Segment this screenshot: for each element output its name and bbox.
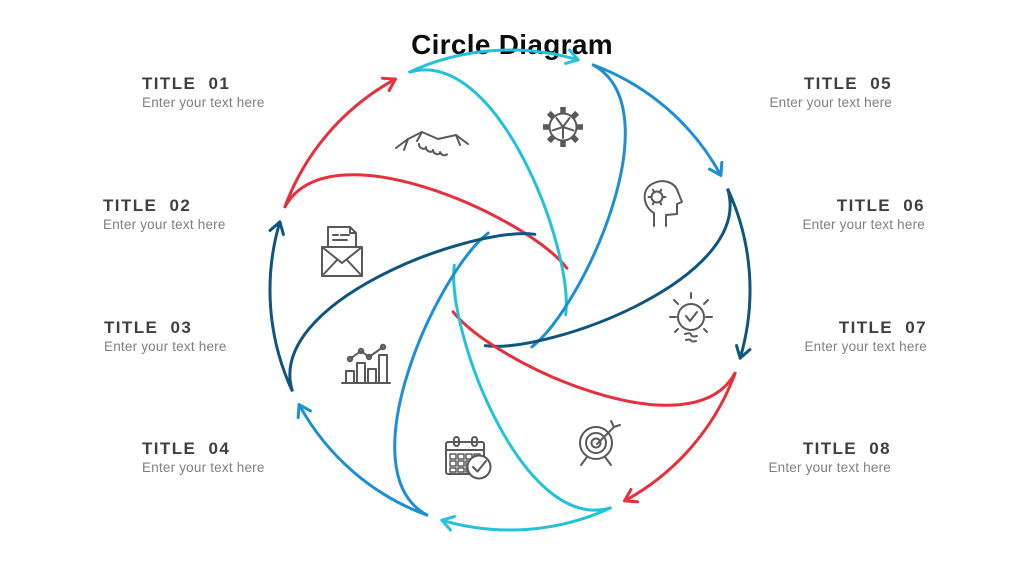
item-02-title: TITLE 02 bbox=[103, 196, 192, 215]
item-01: TITLE 01 Enter your text here bbox=[142, 74, 265, 111]
head-gear-icon bbox=[643, 180, 683, 227]
arrow-blade-7 bbox=[296, 231, 490, 517]
item-04: TITLE 04 Enter your text here bbox=[142, 439, 265, 476]
item-01-subtitle: Enter your text here bbox=[142, 95, 265, 110]
item-03-subtitle: Enter your text here bbox=[104, 339, 227, 354]
calendar-check-icon bbox=[445, 436, 492, 480]
arrow-blade-1 bbox=[283, 76, 569, 270]
arrow-blade-2 bbox=[407, 48, 580, 317]
item-06: TITLE 06 Enter your text here bbox=[802, 196, 925, 233]
target-icon bbox=[579, 420, 621, 466]
gear-icon bbox=[543, 107, 583, 147]
item-03: TITLE 03 Enter your text here bbox=[104, 318, 227, 355]
item-06-subtitle: Enter your text here bbox=[802, 217, 925, 232]
item-08-subtitle: Enter your text here bbox=[768, 460, 891, 475]
item-08: TITLE 08 Enter your text here bbox=[768, 439, 891, 476]
item-02: TITLE 02 Enter your text here bbox=[103, 196, 226, 233]
item-06-title: TITLE 06 bbox=[836, 196, 925, 215]
item-04-title: TITLE 04 bbox=[142, 439, 231, 458]
arrow-blade-3 bbox=[530, 63, 724, 349]
item-07: TITLE 07 Enter your text here bbox=[804, 318, 927, 355]
arrow-blade-8 bbox=[268, 220, 537, 393]
item-05-subtitle: Enter your text here bbox=[769, 95, 892, 110]
item-04-subtitle: Enter your text here bbox=[142, 460, 265, 475]
mail-icon bbox=[321, 226, 363, 277]
arrow-blade-5 bbox=[451, 310, 737, 504]
handshake-icon bbox=[395, 131, 469, 157]
item-08-title: TITLE 08 bbox=[802, 439, 891, 458]
item-01-title: TITLE 01 bbox=[142, 74, 231, 93]
bar-chart-icon bbox=[341, 343, 391, 384]
arrow-blade-4 bbox=[483, 187, 752, 360]
item-03-title: TITLE 03 bbox=[104, 318, 193, 337]
item-05-title: TITLE 05 bbox=[803, 74, 892, 93]
item-07-subtitle: Enter your text here bbox=[804, 339, 927, 354]
item-02-subtitle: Enter your text here bbox=[103, 217, 226, 232]
item-07-title: TITLE 07 bbox=[838, 318, 927, 337]
item-05: TITLE 05 Enter your text here bbox=[769, 74, 892, 111]
idea-bulb-icon bbox=[669, 292, 713, 343]
arrow-blade-6 bbox=[440, 263, 613, 532]
